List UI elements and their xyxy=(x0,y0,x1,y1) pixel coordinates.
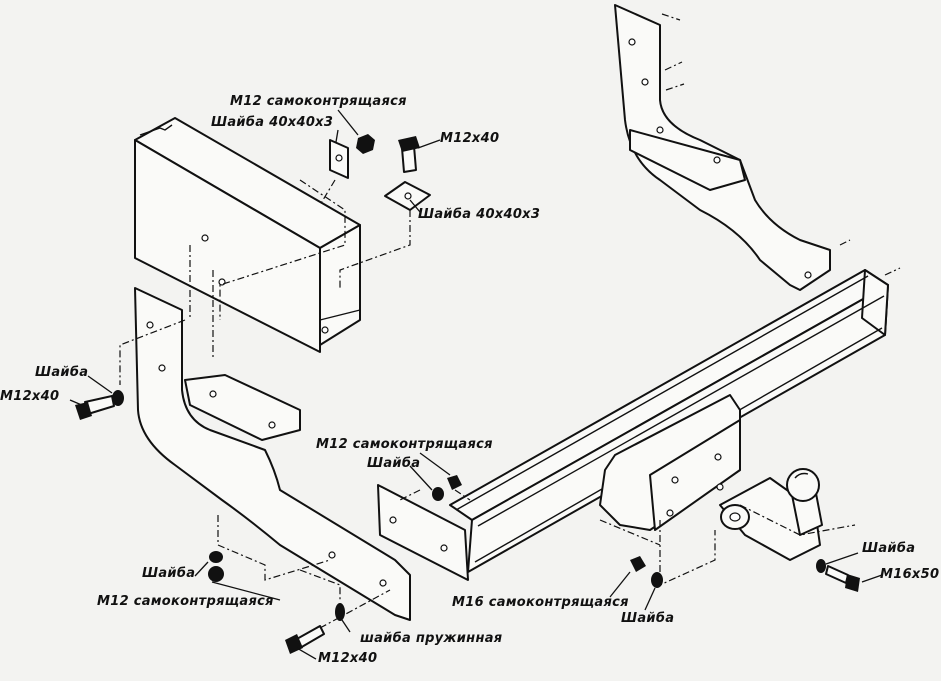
left-bolt-hardware xyxy=(75,390,124,420)
label-bolt-right: M16х50 xyxy=(880,567,940,582)
crossbar-left-end-plate xyxy=(377,484,469,581)
label-bolt-top: M12х40 xyxy=(440,131,500,146)
label-washer-lower-left: Шайба xyxy=(142,566,196,581)
left-side-bracket xyxy=(134,287,411,621)
right-hardware xyxy=(599,504,860,592)
label-m12-nut-lower-left: M12 самоконтрящаяся xyxy=(97,594,274,609)
label-washer-right: Шайба xyxy=(862,541,916,556)
leader-lines xyxy=(69,109,883,660)
label-bolt-left: M12х40 xyxy=(0,389,60,404)
label-washer-top-right: Шайба 40х40х3 xyxy=(418,207,541,222)
label-spring-washer: шайба пружинная xyxy=(360,631,503,646)
label-m12-nut-mid: M12 самоконтрящаяся xyxy=(316,437,493,452)
tow-ball xyxy=(719,468,823,561)
middle-hardware xyxy=(399,475,471,501)
label-washer-top-left: Шайба 40х40х3 xyxy=(211,115,334,130)
main-crossbar xyxy=(449,269,889,573)
label-washer-bottom: Шайба xyxy=(621,611,675,626)
right-side-bracket xyxy=(614,4,901,291)
hitch-mount-plate xyxy=(599,394,741,531)
label-bolt-bottom: M12х40 xyxy=(318,651,378,666)
label-washer-mid: Шайба xyxy=(367,456,421,471)
top-hardware xyxy=(119,134,431,385)
spacer-block xyxy=(134,117,361,353)
label-washer-left: Шайба xyxy=(35,365,89,380)
label-m12-nut-top: M12 самоконтрящаяся xyxy=(230,94,407,109)
label-m16-nut: M16 самоконтрящаяся xyxy=(452,595,629,610)
